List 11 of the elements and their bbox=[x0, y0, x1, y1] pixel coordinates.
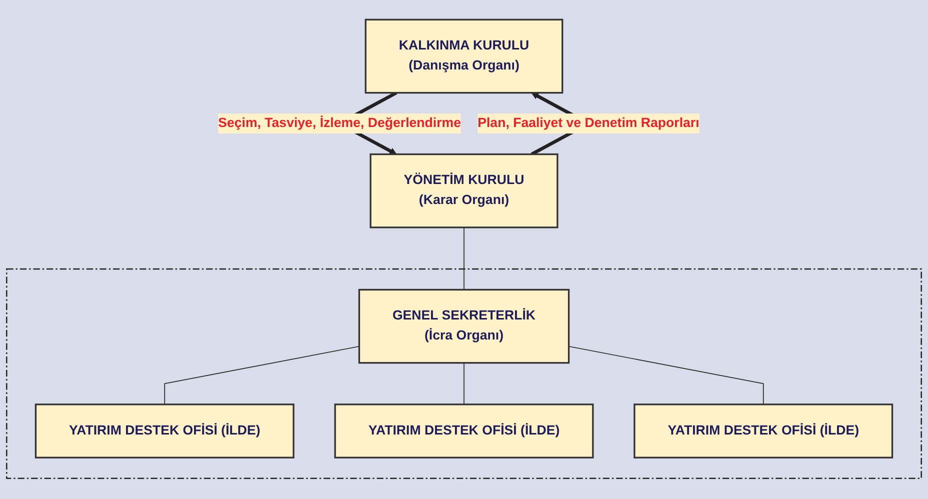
edge-label: Plan, Faaliyet ve Denetim Raporları bbox=[478, 116, 700, 131]
edge-label: Seçim, Tasviye, İzleme, Değerlendirme bbox=[218, 116, 461, 131]
node-box: YATIRIM DESTEK OFİSİ (İLDE) bbox=[334, 404, 594, 459]
cluster bbox=[6, 268, 922, 480]
connector bbox=[164, 346, 360, 406]
node-box: GENEL SEKRETERLİK (İcra Organı) bbox=[358, 289, 570, 364]
node-box: YATIRIM DESTEK OFİSİ (İLDE) bbox=[34, 404, 294, 459]
connector bbox=[568, 346, 764, 406]
node-box: KALKINMA KURULU (Danışma Organı) bbox=[364, 19, 564, 94]
node-box: YATIRIM DESTEK OFİSİ (İLDE) bbox=[634, 404, 894, 459]
node-box: YÖNETİM KURULU (Karar Organı) bbox=[370, 154, 558, 229]
